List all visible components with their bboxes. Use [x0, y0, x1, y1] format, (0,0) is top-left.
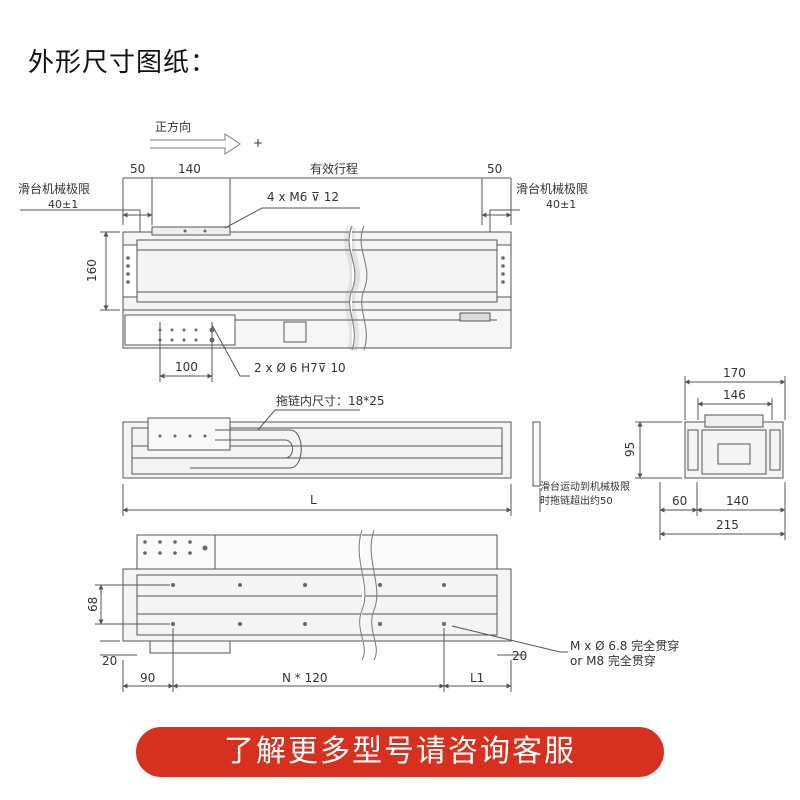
end-view-body: [684, 421, 784, 479]
hole-callout: 4 x M6 ⊽ 12: [267, 190, 339, 204]
chain-label: 拖链内尺寸：18*25: [276, 393, 385, 408]
top-view-body: [122, 231, 512, 311]
dim-100: 100: [175, 360, 198, 374]
dim-140-top: 140: [178, 162, 201, 176]
bottom-view-holes: [143, 540, 446, 626]
direction-label: 正方向: [155, 119, 191, 134]
dim-50-left: 50: [130, 162, 145, 176]
dim-50-right: 50: [487, 162, 502, 176]
dim-95: 95: [623, 442, 637, 457]
dim-170: 170: [723, 366, 746, 380]
dim-140-end: 140: [726, 494, 749, 508]
limit-left-value: 40±1: [48, 198, 78, 211]
dim-L: L: [310, 493, 317, 507]
limit-left-label: 滑台机械极限: [18, 181, 90, 196]
dim-90: 90: [140, 671, 155, 685]
pin-callout: 2 x Ø 6 H7⊽ 10: [254, 361, 346, 375]
mount-callout-line2: or M8 完全贯穿: [570, 653, 656, 668]
direction-sign: +: [253, 136, 263, 150]
bottom-view-body: [122, 568, 512, 642]
end-view: [635, 376, 786, 540]
note-line2: 时拖链超出约50: [540, 494, 613, 507]
limit-right-value: 40±1: [546, 198, 576, 211]
side-view: [122, 409, 541, 516]
dim-146: 146: [723, 388, 746, 402]
dim-L1: L1: [470, 671, 484, 685]
direction-arrow-icon: [150, 133, 241, 155]
dim-n120: N * 120: [282, 671, 328, 685]
dim-215: 215: [716, 518, 739, 532]
bottom-view: [95, 534, 568, 692]
top-view: [20, 177, 520, 382]
limit-right-label: 滑台机械极限: [516, 181, 588, 196]
dim-160: 160: [85, 259, 99, 282]
direction-indicator: 正方向 +: [150, 119, 263, 155]
dim-68: 68: [86, 597, 100, 612]
dim-20-left: 20: [102, 654, 117, 668]
page-title: 外形尺寸图纸：: [28, 48, 218, 78]
contact-service-button[interactable]: 了解更多型号请咨询客服: [136, 727, 664, 777]
note-line1: 滑台运动到机械极限: [540, 480, 630, 493]
dim-60: 60: [672, 494, 687, 508]
stroke-label: 有效行程: [310, 161, 358, 176]
mount-callout-line1: M x Ø 6.8 完全贯穿: [570, 638, 679, 653]
dim-20-right: 20: [512, 649, 527, 663]
top-view-holes: [126, 229, 505, 343]
